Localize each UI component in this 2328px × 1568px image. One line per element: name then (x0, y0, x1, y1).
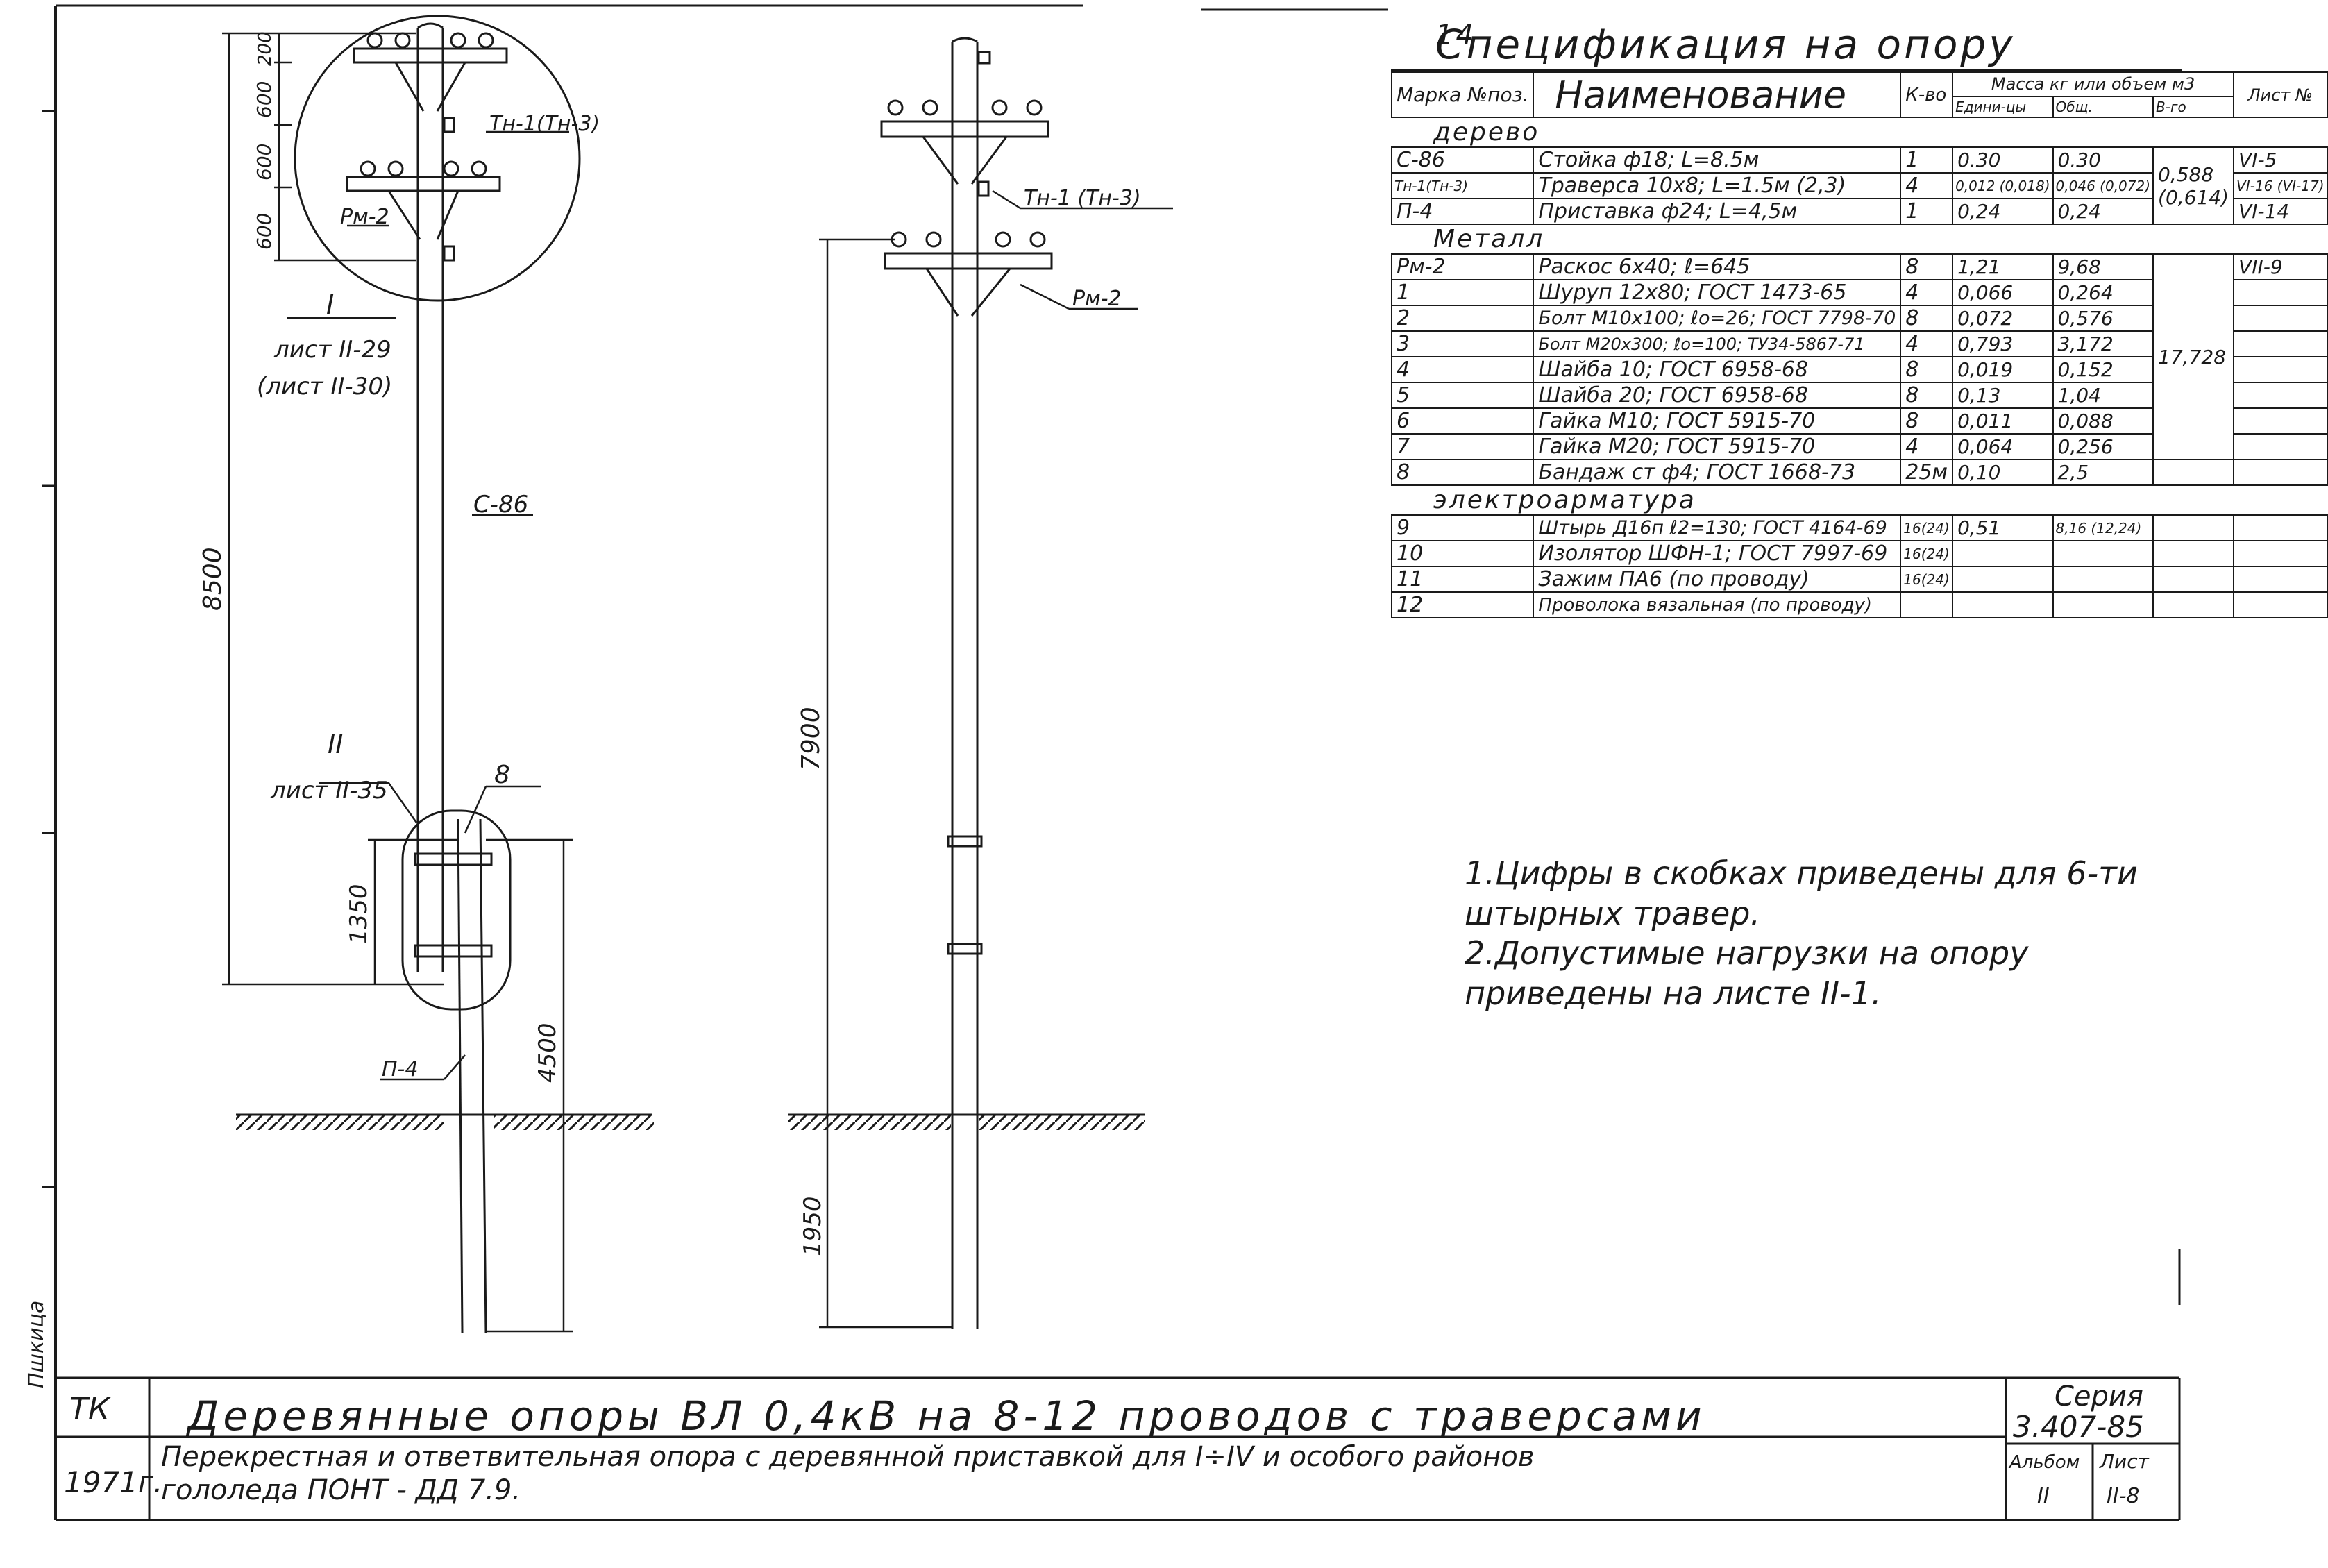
label-callout-1-ref2: (лист II-30) (257, 373, 392, 401)
spec-title: Спецификация на опору (1435, 21, 2016, 68)
col-per-item-header: В-го (2152, 95, 2235, 119)
right-pole (880, 37, 1053, 1329)
label-callout-1: I (326, 289, 334, 320)
tb-main-title: Деревянные опоры ВЛ 0,4кВ на 8-12 провод… (185, 1392, 1706, 1440)
page-frame (42, 4, 2181, 1520)
specification-table: Спецификация на опору 14 Марка №поз. Наи… (1390, 17, 2328, 618)
col-name-header: Наименование (1533, 71, 1902, 118)
dim-600-c: 600 (253, 213, 276, 250)
spec-grid: Марка №поз. Наименование К-во Масса кг и… (1390, 71, 2328, 618)
label-c86: С-86 (473, 491, 528, 519)
tb-org: ТК (69, 1392, 111, 1427)
label-tn1: Тн-1(Тн-3) (489, 112, 600, 136)
dim-1350: 1350 (345, 884, 373, 944)
ground-right (788, 1113, 1145, 1130)
section-electro: электроарматура (1392, 484, 2327, 516)
dim-600-a: 600 (253, 81, 276, 118)
notes-block: 1.Цифры в скобках приведены для 6-ти шты… (1465, 854, 2173, 1013)
spec-row: Тн-1(Тн-3)Траверса 10х8; L=1.5м (2,3)4 0… (1390, 172, 2328, 199)
col-sheet-header: Лист № (2233, 71, 2328, 118)
left-dimensions (222, 32, 573, 1333)
col-qty-header: К-во (1900, 71, 1954, 118)
label-tn1-right: Тн-1 (Тн-3) (1024, 186, 1141, 210)
tb-album-label: Альбом (2008, 1452, 2080, 1473)
margin-text: Пшкица (24, 1301, 49, 1388)
right-labels: Тн-1 (Тн-3) Рм-2 7900 1950 (797, 186, 1141, 1256)
left-pole (294, 15, 581, 1333)
label-callout-2: II (328, 729, 343, 759)
drawing-canvas: Пшкица (24, 4, 2181, 1521)
label-callout-1-ref: лист II-29 (273, 336, 391, 364)
dim-600-b: 600 (253, 144, 276, 180)
right-dimensions (819, 238, 952, 1329)
col-unit-header: Едини-цы (1952, 95, 2054, 119)
section-wood: дерево (1392, 117, 2327, 148)
dim-1950: 1950 (799, 1196, 827, 1256)
col-mass-header: Масса кг или объем м3 (1952, 71, 2235, 97)
title-block-text: ТК 1971г. Деревянные опоры ВЛ 0,4кВ на 8… (64, 1381, 2150, 1508)
dim-7900: 7900 (797, 707, 825, 770)
tb-year: 1971г. (64, 1465, 162, 1499)
note-line: приведены на листе II-1. (1465, 974, 1882, 1012)
ground-left (236, 1113, 654, 1130)
spec-page-number: 14 (1435, 19, 1476, 51)
col-total-header: Общ. (2052, 95, 2154, 119)
left-leaders (287, 130, 569, 1081)
tb-sheet: II-8 (2107, 1484, 2140, 1508)
tb-series: 3.407-85 (2013, 1410, 2144, 1444)
note-line: 1.Цифры в скобках приведены для 6-ти (1465, 854, 2138, 892)
dim-4500: 4500 (534, 1022, 562, 1083)
right-leaders (992, 189, 1173, 310)
tb-subtitle-2: гололеда ПОНТ - ДД 7.9. (161, 1474, 521, 1506)
title-block-lines (56, 1376, 2181, 1521)
dim-8500: 8500 (199, 547, 227, 611)
section-metal: Металл (1392, 224, 2327, 255)
wood-total: 0,588(0,614) (2152, 146, 2235, 225)
tb-album: II (2037, 1484, 2050, 1508)
tb-subtitle-1: Перекрестная и ответвительная опора с де… (161, 1441, 1534, 1473)
label-callout-2-ref: лист II-35 (270, 777, 388, 804)
spec-header-row-2: Едини-цы Общ. В-го (1392, 95, 2327, 119)
tb-series-label: Серия (2055, 1381, 2143, 1413)
metal-total: 17,728 (2152, 253, 2235, 460)
note-line: 2.Допустимые нагрузки на опору (1465, 934, 2029, 972)
spec-title-bar: Спецификация на опору 14 (1391, 17, 2182, 71)
label-item-8: 8 (494, 761, 510, 789)
label-rm2-right: Рм-2 (1072, 287, 1122, 311)
note-line: штырных травер. (1465, 894, 1761, 932)
col-mark-header: Марка №поз. (1390, 71, 1535, 118)
left-labels: Тн-1(Тн-3) Рм-2 I лист II-29 (лист II-30… (199, 31, 600, 1083)
label-rm2: Рм-2 (340, 205, 389, 229)
spec-header-row-1: Марка №поз. Наименование К-во Масса кг и… (1390, 71, 2328, 118)
tb-sheet-label: Лист (2099, 1450, 2150, 1473)
dim-200: 200 (255, 31, 276, 66)
label-p4: П-4 (382, 1057, 418, 1081)
